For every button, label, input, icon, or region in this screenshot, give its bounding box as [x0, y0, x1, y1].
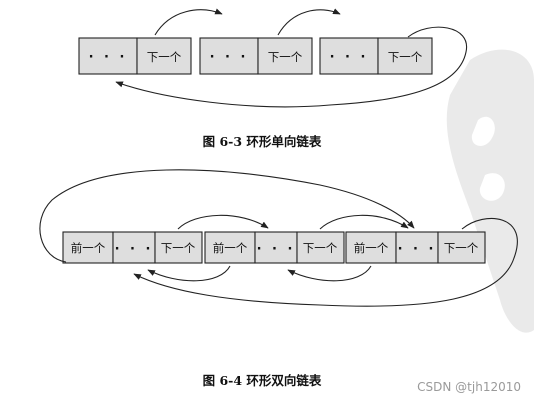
double-node-2-next-label: 下一个	[303, 241, 338, 255]
single-node-1-next-label: 下一个	[147, 50, 182, 64]
single-node-2-dots: · · ·	[210, 50, 249, 65]
figure-6-4-caption: 图 6-4 环形双向链表	[203, 373, 322, 388]
double-next-arrow-2-to-3	[319, 214, 409, 230]
single-node-3-next-label: 下一个	[388, 50, 423, 64]
single-node-1-dots: · · ·	[89, 50, 128, 65]
single-node-3: · · · 下一个	[319, 37, 433, 75]
double-node-1-prev-label: 前一个	[71, 241, 106, 255]
figure-6-3-caption: 图 6-3 环形单向链表	[203, 134, 322, 149]
double-node-1: 前一个 · · · 下一个	[62, 231, 203, 264]
single-arrow-1-to-2	[154, 8, 223, 36]
double-node-1-next-label: 下一个	[161, 241, 196, 255]
single-arrow-3-to-1	[115, 26, 467, 108]
double-next-arrow-3-to-1	[133, 217, 518, 307]
single-node-3-dots: · · ·	[330, 50, 369, 65]
double-next-arrow-1-to-2	[177, 214, 269, 230]
double-node-2-dots: · · ·	[257, 242, 296, 257]
double-node-3-dots: · · ·	[398, 242, 437, 257]
double-prev-arrow-3-to-2	[287, 265, 372, 282]
single-node-2-next-label: 下一个	[268, 50, 303, 64]
single-node-1: · · · 下一个	[78, 37, 192, 75]
double-node-2: 前一个 · · · 下一个	[204, 231, 345, 264]
double-node-3-next-label: 下一个	[444, 241, 479, 255]
csdn-watermark: CSDN @tjh12010	[417, 380, 521, 394]
doubly-circular-list: 前一个 · · · 下一个 前一个 · · · 下一个 前一个 · · · 下一…	[39, 169, 518, 388]
single-arrow-2-to-3	[277, 8, 341, 36]
double-prev-arrow-1-to-3	[39, 169, 415, 263]
double-node-3: 前一个 · · · 下一个	[345, 231, 486, 264]
singly-circular-list: · · · 下一个 · · · 下一个 · · · 下一个 图 6-3 环形单向…	[78, 8, 467, 149]
single-node-2: · · · 下一个	[199, 37, 313, 75]
double-prev-arrow-2-to-1	[147, 265, 231, 282]
double-node-2-prev-label: 前一个	[213, 241, 248, 255]
double-node-1-dots: · · ·	[115, 242, 154, 257]
seal-stamp-decoration	[446, 49, 534, 333]
double-node-3-prev-label: 前一个	[354, 241, 389, 255]
